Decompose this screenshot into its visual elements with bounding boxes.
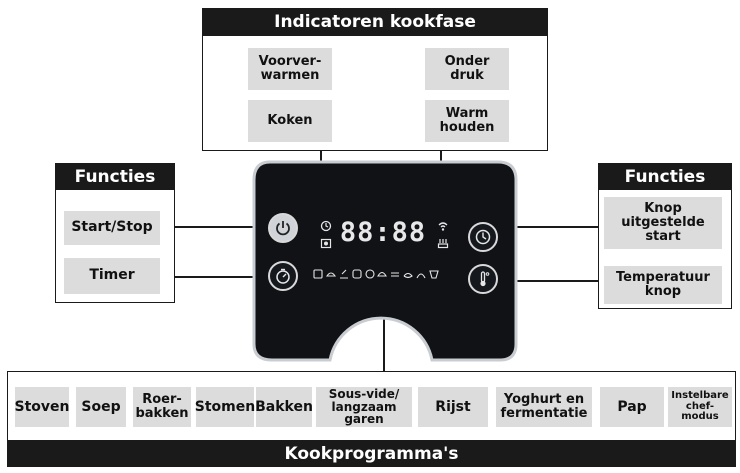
keep-warm-indicator-icon bbox=[436, 236, 450, 250]
phase-cooking-label: Koken bbox=[248, 100, 332, 142]
program-yogurt: Yoghurt en fermentatie bbox=[496, 387, 592, 427]
delay-start-label: Knop uitgestelde start bbox=[604, 197, 722, 249]
thermometer-icon bbox=[480, 271, 490, 287]
program-stir-fry: Roer- bakken bbox=[133, 387, 191, 427]
connector-temperature bbox=[502, 280, 604, 282]
programs-title: Kookprogramma's bbox=[7, 440, 736, 467]
phase-pressure-label: Onder druk bbox=[425, 48, 509, 90]
start-stop-button[interactable] bbox=[268, 213, 298, 243]
connector-timer bbox=[160, 276, 268, 278]
program-bake: Bakken bbox=[255, 387, 313, 427]
pressure-indicator-icon bbox=[436, 219, 450, 233]
digital-display: 88:88 bbox=[339, 216, 427, 248]
delay-start-icon bbox=[475, 229, 491, 245]
timer-label: Timer bbox=[64, 258, 160, 294]
timer-icon bbox=[276, 268, 290, 284]
connector-programs-v bbox=[383, 289, 385, 371]
functions-right-title: Functies bbox=[598, 163, 732, 190]
program-chef-mode: Instelbare chef-modus bbox=[668, 387, 732, 427]
preheat-indicator-icon bbox=[319, 219, 333, 233]
delay-start-button[interactable] bbox=[468, 222, 498, 252]
phase-keep-warm-label: Warm houden bbox=[425, 100, 509, 142]
power-icon bbox=[276, 221, 290, 236]
program-icons bbox=[313, 269, 439, 279]
program-stew: Stoven bbox=[15, 387, 70, 427]
program-rice: Rijst bbox=[418, 387, 488, 427]
timer-button[interactable] bbox=[268, 261, 298, 291]
phase-preheat-label: Voorver- warmen bbox=[248, 48, 332, 90]
cooking-indicator-icon bbox=[319, 236, 333, 250]
program-sous-vide: Sous-vide/ langzaam garen bbox=[316, 387, 412, 427]
program-soup: Soep bbox=[76, 387, 126, 427]
phase-indicators-title: Indicatoren kookfase bbox=[202, 8, 548, 36]
program-porridge: Pap bbox=[600, 387, 664, 427]
program-steam: Stomen bbox=[195, 387, 255, 427]
connector-start-stop bbox=[160, 226, 268, 228]
start-stop-label: Start/Stop bbox=[64, 211, 160, 245]
functions-left-title: Functies bbox=[55, 163, 175, 190]
temperature-label: Temperatuur knop bbox=[604, 266, 722, 304]
connector-delay-start bbox=[502, 226, 604, 228]
temperature-button[interactable] bbox=[468, 264, 498, 294]
